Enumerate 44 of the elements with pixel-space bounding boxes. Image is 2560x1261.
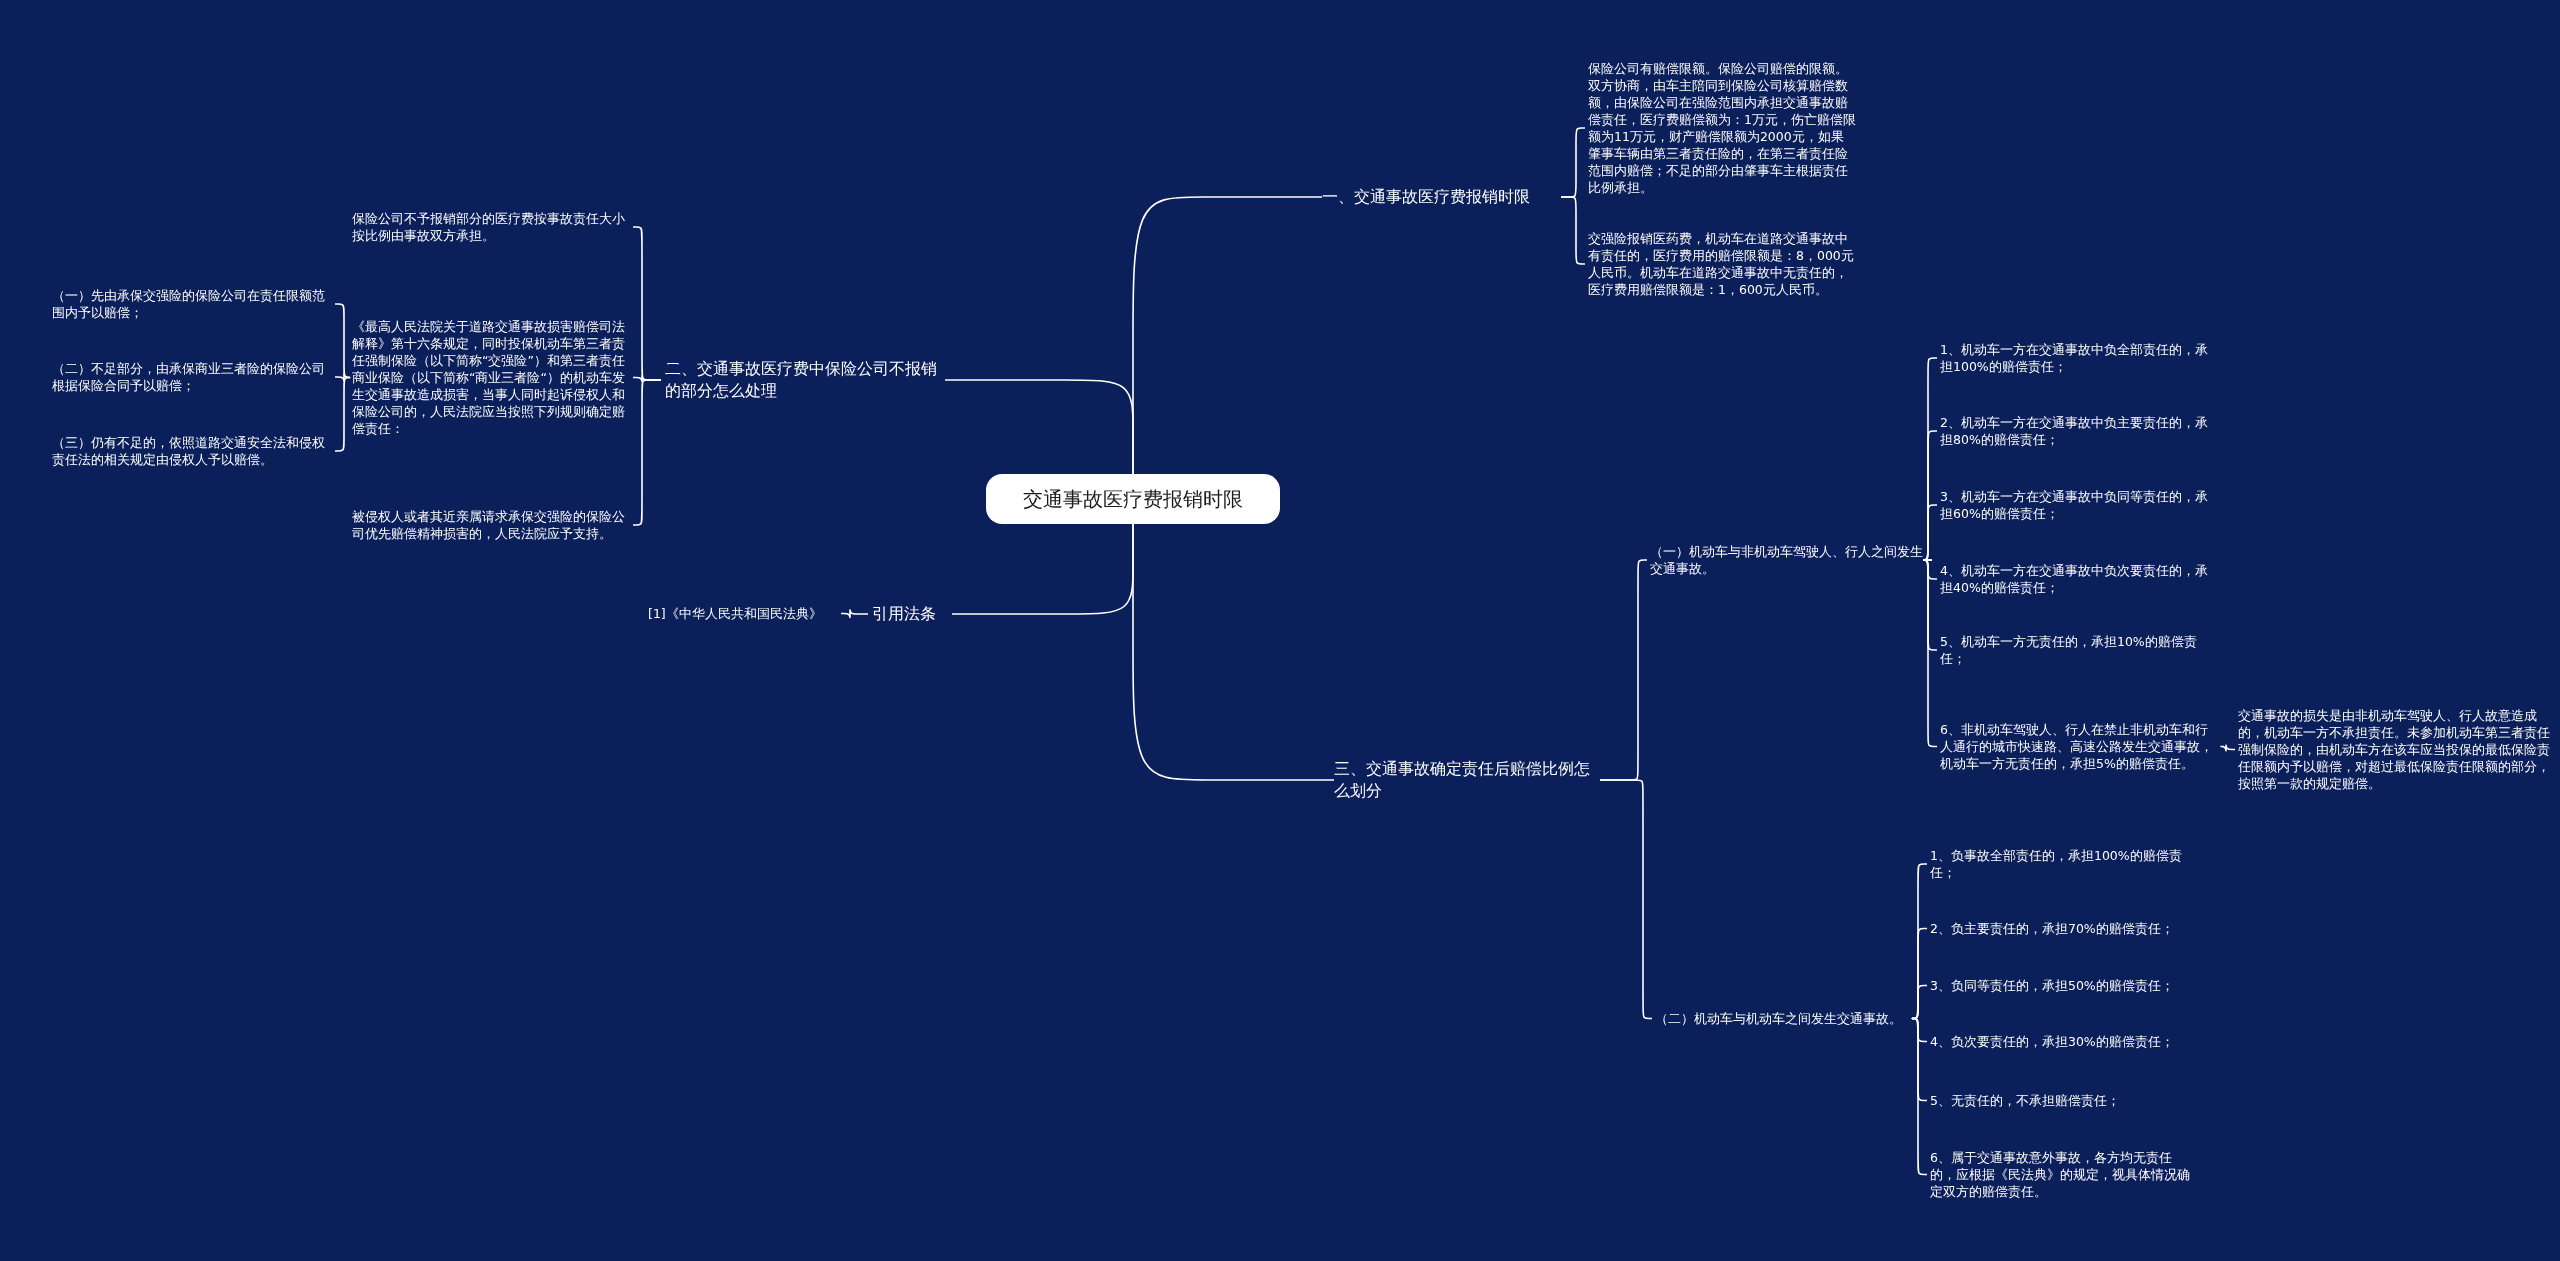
connector-line (840, 609, 869, 619)
branch-topic-text: 引用法条 (872, 603, 952, 625)
subtopic-text: 交强险报销医药费，机动车在道路交通事故中有责任的，医疗费用的赔偿限额是：8，000元人民币。机动车在道路交通事故中无责任的，医疗费用赔偿限额是：1，600元人民币。 (1588, 230, 1856, 298)
connector-line (632, 379, 662, 526)
subtopic-text: （三）仍有不足的，依照道路交通安全法和侵权责任法的相关规定由侵权人予以赔偿。 (52, 434, 332, 468)
branch-topic-text: 二、交通事故医疗费中保险公司不报销的部分怎么处理 (665, 358, 945, 402)
subtopic-text: 6、属于交通事故意外事故，各方均无责任的，应根据《民法典》的规定，视具体情况确定双方的赔偿责任。 (1930, 1149, 2192, 1200)
subtopic-text: （一）先由承保交强险的保险公司在责任限额范围内予以赔偿； (52, 287, 332, 321)
subtopic-text: （二）机动车与机动车之间发生交通事故。 (1655, 1010, 1910, 1027)
connector-line (1923, 504, 1938, 561)
subtopic-text: 被侵权人或者其近亲属请求承保交强险的保险公司优先赔偿精神损害的，人民法院应予支持。 (352, 508, 630, 542)
central-topic-box: 交通事故医疗费报销时限 (986, 474, 1280, 524)
subtopic-text: 《最高人民法院关于道路交通事故损害赔偿司法解释》第十六条规定，同时投保机动车第三者责任强制保险（以下简称“交强险”）和第三者责任商业保险（以下简称“商业三者险“）的机动车发生交通事故造成损害，当事人同时起诉侵权人和保险公司的，人民法院应当按照下列规则确定赔偿责任： (352, 318, 630, 437)
subtopic-text: 2、机动车一方在交通事故中负主要责任的，承担80%的赔偿责任； (1940, 414, 2220, 448)
connector-line (1911, 1017, 1928, 1176)
connector-line (1923, 559, 1938, 748)
subtopic-text: 2、负主要责任的，承担70%的赔偿责任； (1930, 920, 2192, 937)
connector-line (1923, 430, 1938, 561)
connector-line (944, 379, 1134, 475)
subtopic-text: 1、机动车一方在交通事故中负全部责任的，承担100%的赔偿责任； (1940, 341, 2220, 375)
connector-line (334, 376, 351, 452)
connector-line (2220, 744, 2236, 752)
subtopic-text: 1、负事故全部责任的，承担100%的赔偿责任； (1930, 847, 2192, 881)
connector-line (334, 372, 351, 382)
connector-line (1132, 523, 1335, 781)
subtopic-text: 5、机动车一方无责任的，承担10%的赔偿责任； (1940, 633, 2220, 667)
subtopic-text: 保险公司有赔偿限额。保险公司赔偿的限额。双方协商，由车主陪同到保险公司核算赔偿数额，由保险公司在强险范围内承担交通事故赔偿责任，医疗费赔偿额为：1万元，伤亡赔偿限额为11万元，财产赔偿限额为2000元，如果肇事车辆由第三者责任险的，在第三者责任险范围内赔偿；不足的部分由肇事车主根据责任比例承担。 (1588, 60, 1856, 196)
subtopic-text: 4、负次要责任的，承担30%的赔偿责任； (1930, 1033, 2192, 1050)
connector-line (1560, 196, 1586, 265)
subtopic-text: 3、机动车一方在交通事故中负同等责任的，承担60%的赔偿责任； (1940, 488, 2220, 522)
subtopic-text: （二）不足部分，由承保商业三者险的保险公司根据保险合同予以赔偿； (52, 360, 332, 394)
subtopic-text: [1]《中华人民共和国民法典》 (648, 605, 838, 622)
subtopic-text: 5、无责任的，不承担赔偿责任； (1930, 1092, 2192, 1109)
subtopic-text: 交通事故的损失是由非机动车驾驶人、行人故意造成的，机动车一方不承担责任。未参加机动车第三者责任强制保险的，由机动车方在该车应当投保的最低保险责任限额内予以赔偿，对超过最低保险责任限额的部分，按照第一款的规定赔偿。 (2238, 707, 2550, 792)
connector-line (1911, 984, 1928, 1020)
connector-line (1599, 779, 1653, 1020)
subtopic-text: 3、负同等责任的，承担50%的赔偿责任； (1930, 977, 2192, 994)
branch-topic-text: 三、交通事故确定责任后赔偿比例怎么划分 (1334, 758, 1596, 802)
subtopic-text: （一）机动车与非机动车驾驶人、行人之间发生交通事故。 (1650, 543, 1928, 577)
subtopic-text: 4、机动车一方在交通事故中负次要责任的，承担40%的赔偿责任； (1940, 562, 2220, 596)
subtopic-text: 6、非机动车驾驶人、行人在禁止非机动车和行人通行的城市快速路、高速公路发生交通事故，机动车一方无责任的，承担5%的赔偿责任。 (1940, 721, 2220, 772)
subtopic-text: 保险公司不予报销部分的医疗费按事故责任大小按比例由事故双方承担。 (352, 210, 630, 244)
branch-topic-text: 一、交通事故医疗费报销时限 (1322, 186, 1557, 208)
connector-line (1923, 559, 1938, 651)
